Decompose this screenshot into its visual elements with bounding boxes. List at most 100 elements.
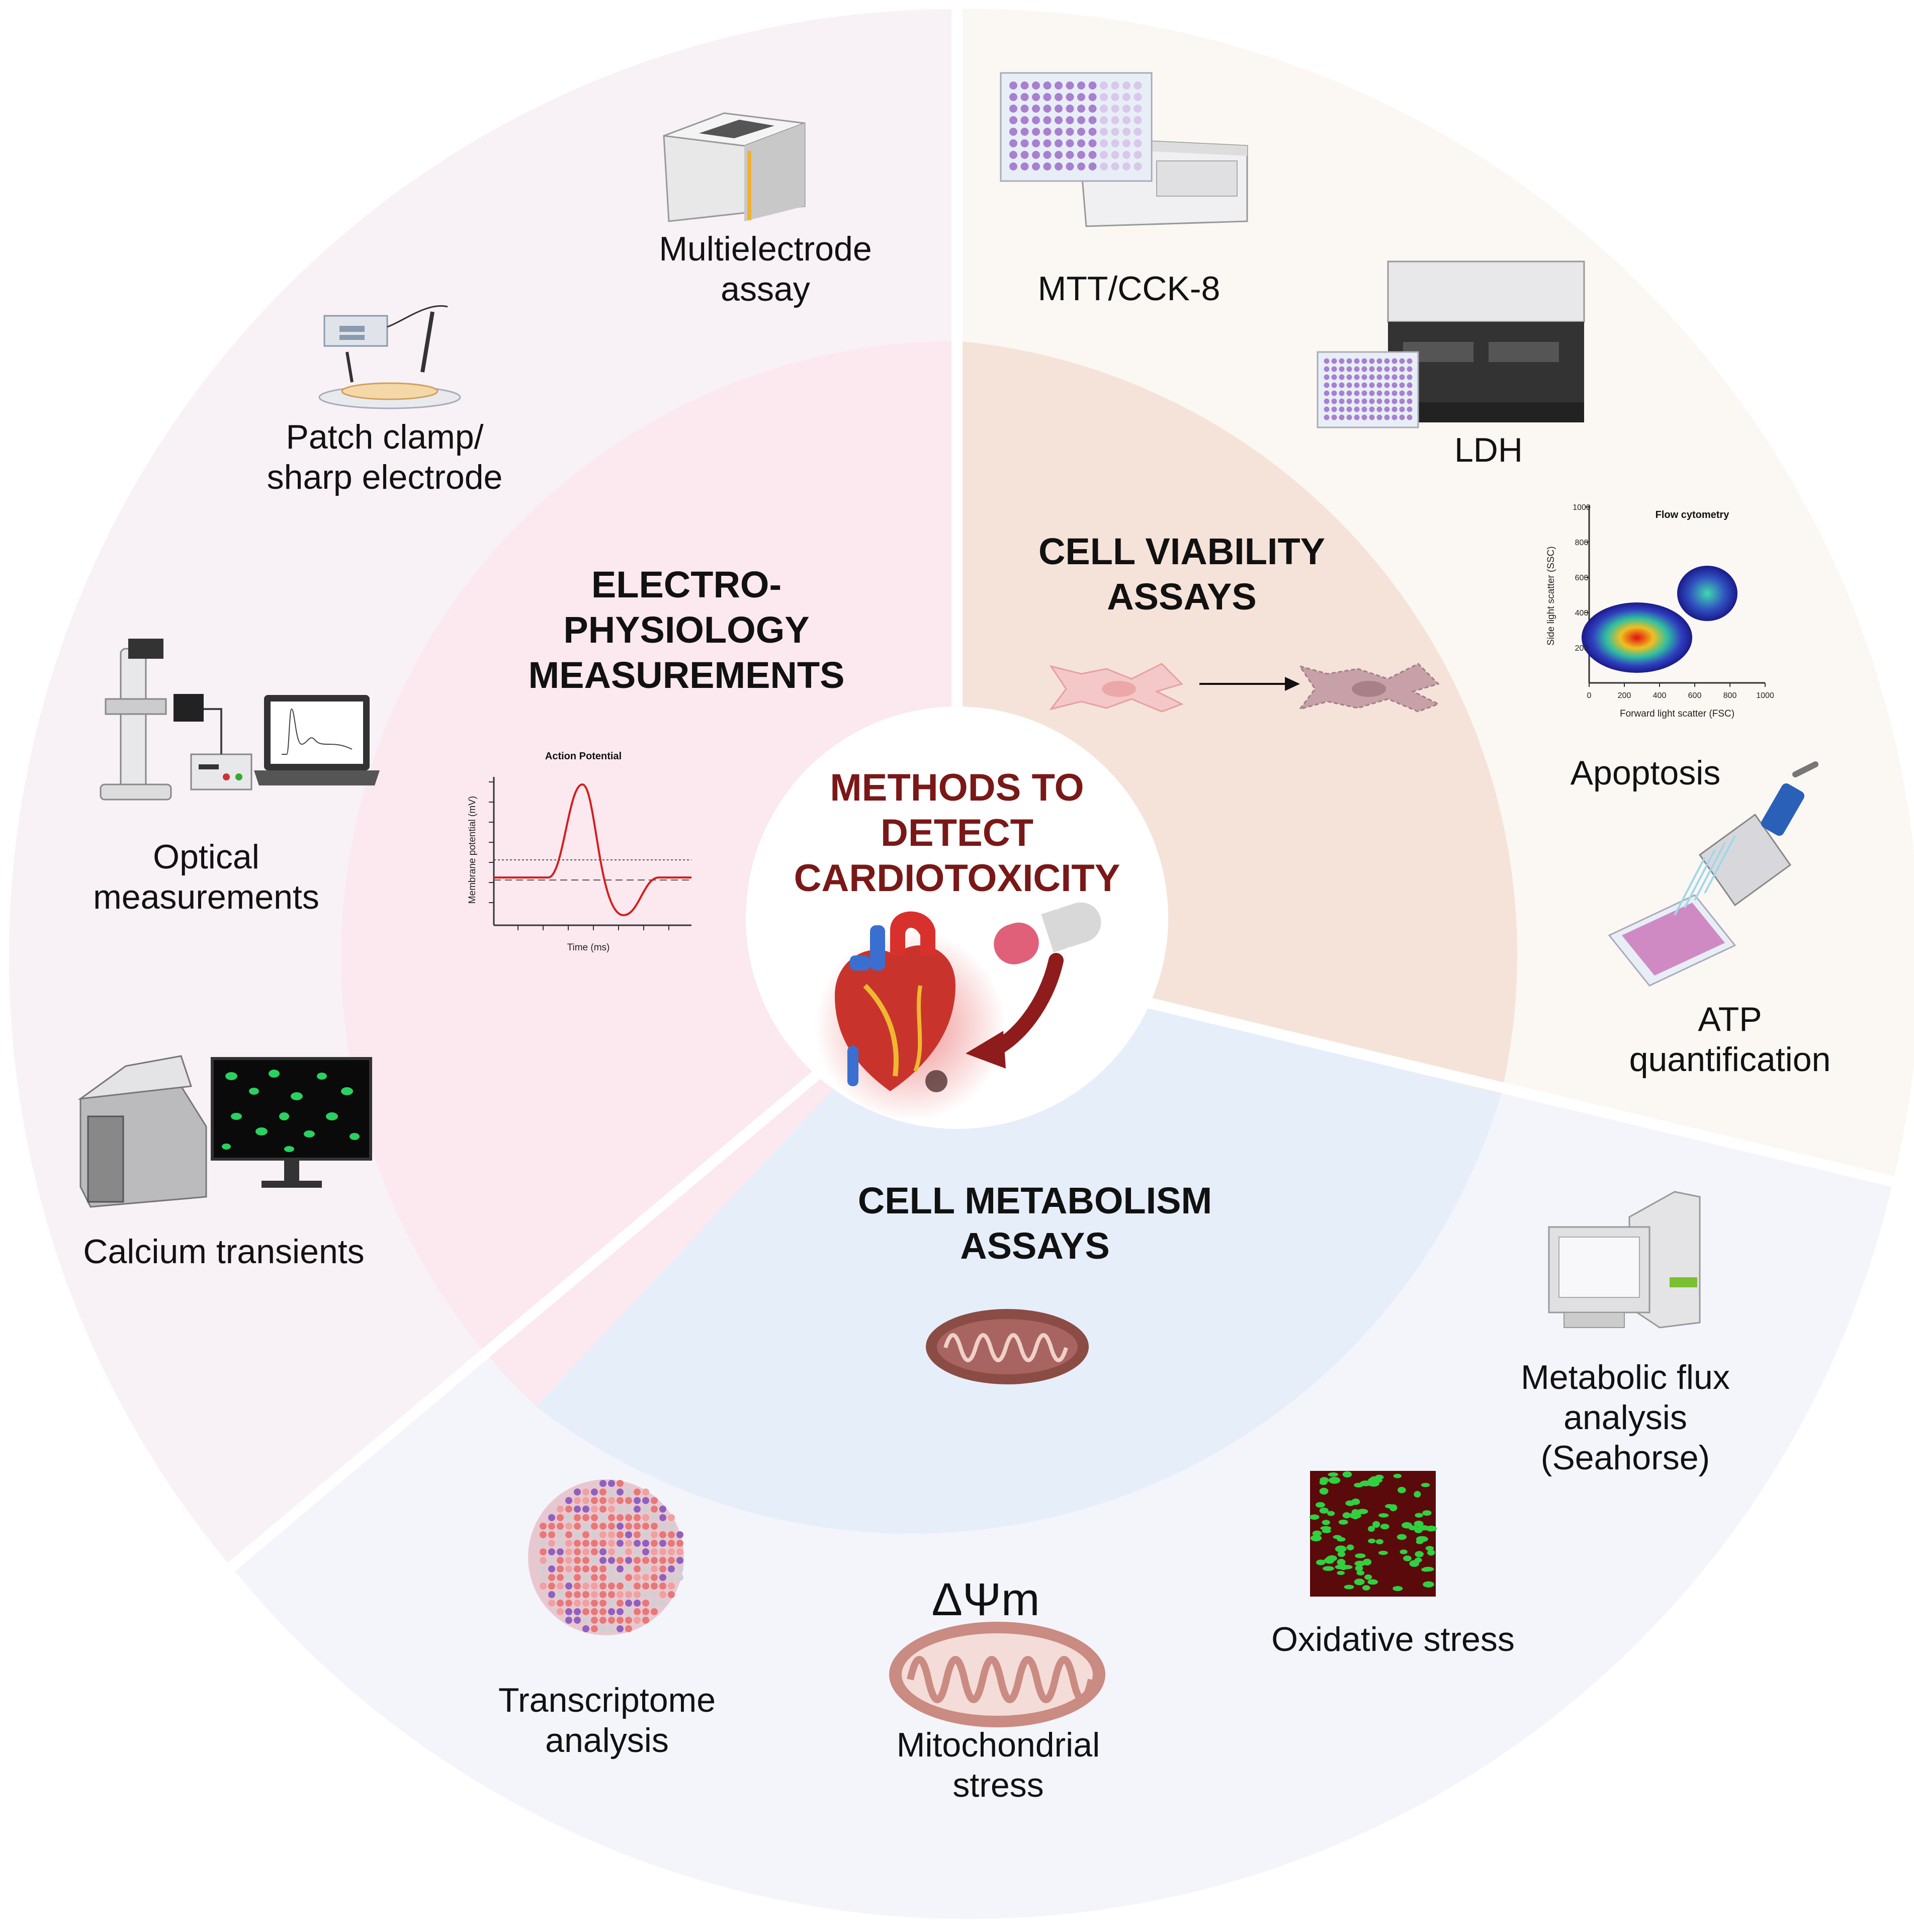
center-hub: METHODS TO DETECT CARDIOTOXICITY xyxy=(746,707,1168,1129)
microscope-icon xyxy=(100,639,252,801)
spot xyxy=(548,1540,555,1547)
section-title-metabolism-2: ASSAYS xyxy=(960,1225,1110,1267)
well xyxy=(1134,151,1142,159)
well xyxy=(1100,116,1108,124)
spot xyxy=(540,1540,547,1547)
well xyxy=(1339,366,1345,372)
spot xyxy=(617,1480,624,1487)
well xyxy=(1399,398,1405,404)
pill-icon xyxy=(994,902,1101,964)
spot xyxy=(642,1523,649,1530)
well xyxy=(1354,382,1360,388)
spot xyxy=(642,1608,649,1615)
cell xyxy=(1400,1549,1408,1554)
spot xyxy=(608,1583,615,1590)
well xyxy=(1339,358,1345,364)
cell xyxy=(1312,1530,1322,1536)
well xyxy=(1376,374,1382,380)
spot xyxy=(668,1548,675,1555)
well xyxy=(1020,139,1029,147)
spot xyxy=(676,1565,683,1572)
label-calcium: Calcium transients xyxy=(83,1233,364,1271)
well xyxy=(1346,398,1352,404)
spot xyxy=(625,1608,632,1615)
well xyxy=(1020,81,1029,90)
spot xyxy=(557,1540,564,1547)
plate-reader-icon xyxy=(1000,72,1248,227)
spot xyxy=(565,1557,572,1564)
well xyxy=(1391,374,1398,380)
cell xyxy=(1349,1512,1361,1519)
spot xyxy=(599,1540,606,1547)
inner-sector-metabolism xyxy=(536,957,1501,1534)
spot xyxy=(676,1531,683,1538)
spot xyxy=(617,1600,624,1607)
spot xyxy=(608,1617,615,1624)
well xyxy=(1407,382,1413,388)
ap-ylabel: Membrane potential (mV) xyxy=(467,796,478,904)
spot xyxy=(676,1574,683,1581)
well xyxy=(1100,128,1108,136)
spot xyxy=(634,1531,641,1538)
well xyxy=(1111,162,1119,170)
spot xyxy=(634,1514,641,1521)
well xyxy=(1077,128,1085,136)
spot xyxy=(565,1591,572,1598)
well xyxy=(1100,81,1108,90)
well xyxy=(1346,406,1352,412)
cell xyxy=(1333,1535,1342,1539)
spot xyxy=(557,1548,564,1555)
spot xyxy=(608,1548,615,1555)
spot xyxy=(651,1523,658,1530)
cell xyxy=(1320,1526,1332,1531)
section-title-metabolism-1: CELL METABOLISM xyxy=(858,1180,1212,1221)
spot xyxy=(642,1600,649,1607)
spot xyxy=(617,1531,624,1538)
well xyxy=(1331,398,1337,404)
spot xyxy=(574,1488,581,1496)
well xyxy=(1324,414,1330,420)
well xyxy=(1331,414,1337,420)
spot xyxy=(582,1617,589,1624)
laptop-icon xyxy=(254,695,380,785)
well xyxy=(1055,81,1063,90)
spot xyxy=(565,1608,572,1615)
spot xyxy=(582,1506,589,1513)
spot xyxy=(591,1574,598,1581)
spot xyxy=(548,1557,555,1564)
spot xyxy=(540,1574,547,1581)
well xyxy=(1088,128,1097,136)
well xyxy=(1407,398,1413,404)
cell xyxy=(1372,1521,1380,1528)
spot xyxy=(634,1565,641,1572)
cell xyxy=(1319,1487,1329,1495)
well xyxy=(1032,139,1040,147)
well xyxy=(1384,398,1390,404)
cell xyxy=(1344,1585,1354,1590)
spot xyxy=(591,1557,598,1564)
cell xyxy=(1402,1522,1413,1529)
spot xyxy=(659,1523,666,1530)
spot xyxy=(608,1488,615,1496)
flow-title: Flow cytometry xyxy=(1656,509,1730,520)
well xyxy=(1088,81,1097,90)
spot xyxy=(634,1608,641,1615)
well xyxy=(1032,116,1040,124)
cell xyxy=(1393,1473,1402,1478)
well xyxy=(1361,358,1367,364)
spot xyxy=(548,1514,555,1521)
well xyxy=(1361,398,1367,404)
patch-clamp-icon xyxy=(318,305,461,409)
label-seahorse-2: analysis xyxy=(1563,1398,1687,1437)
flow-ytick-label: 400 xyxy=(1575,609,1589,618)
well xyxy=(1391,398,1398,404)
cell xyxy=(1380,1524,1389,1530)
well xyxy=(1376,366,1382,372)
flow-xtick-label: 200 xyxy=(1618,691,1631,700)
cell xyxy=(1328,1472,1338,1477)
well xyxy=(1384,406,1390,412)
spot xyxy=(617,1540,624,1547)
spot xyxy=(642,1591,649,1598)
well xyxy=(1369,390,1375,396)
